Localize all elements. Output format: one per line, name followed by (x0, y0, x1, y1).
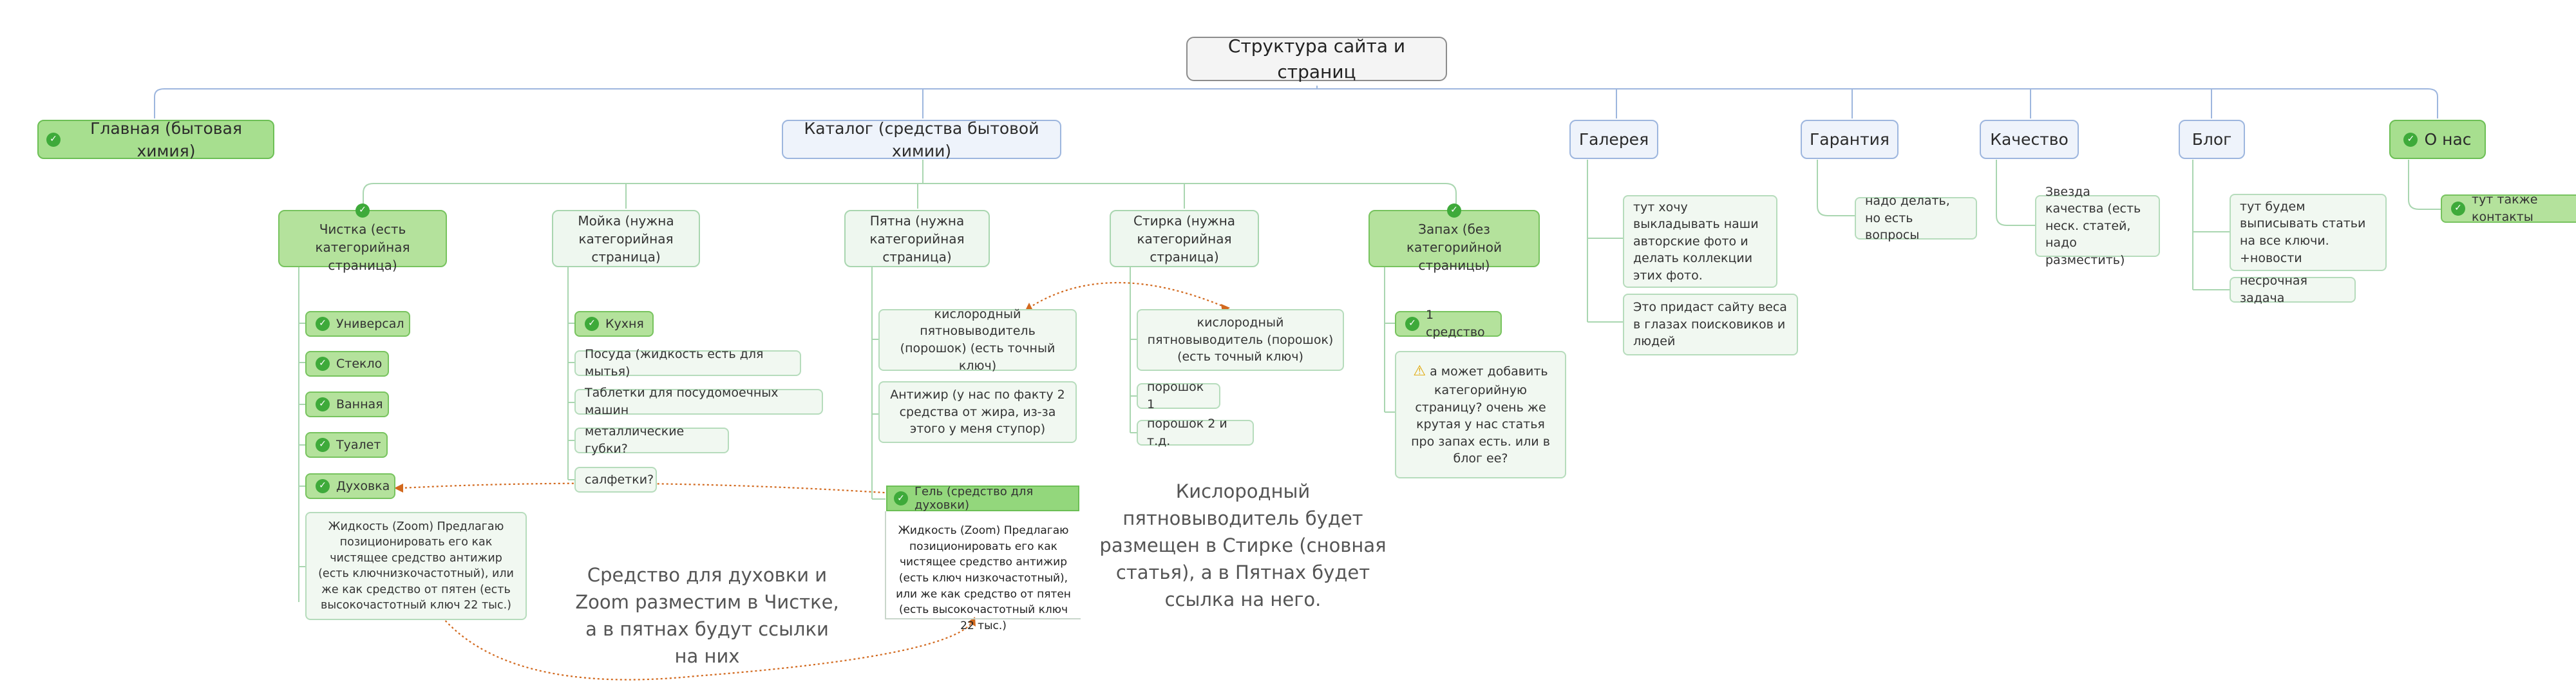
stains-item-liquid-zoom[interactable]: Жидкость (Zoom) Предлагаю позиционироват… (896, 524, 1071, 632)
check-icon: ✓ (316, 479, 330, 493)
clean-item-universal[interactable]: ✓Универсал (305, 311, 410, 337)
category-stains[interactable]: Пятна (нужна категорийная страница) (844, 210, 990, 267)
category-wash[interactable]: Мойка (нужна категорийная страница) (552, 210, 700, 267)
clean-item-glass[interactable]: ✓Стекло (305, 351, 389, 377)
wash-item-sponges[interactable]: металлические губки? (574, 424, 729, 456)
wash-item-dishes[interactable]: Посуда (жидкость есть для мытья) (574, 347, 801, 379)
topic-guarantee[interactable]: Гарантия (1801, 120, 1899, 159)
topic-gallery[interactable]: Галерея (1569, 120, 1658, 159)
topic-catalog[interactable]: Каталог (средства бытовой химии) (782, 119, 1061, 160)
gallery-item-weight[interactable]: Это придаст сайту веса в глазах поискови… (1623, 294, 1798, 355)
check-icon: ✓ (2451, 202, 2465, 216)
clean-item-toilet[interactable]: ✓Туалет (305, 432, 388, 458)
check-icon: ✓ (1447, 203, 1461, 218)
check-icon: ✓ (894, 491, 908, 505)
topic-blog[interactable]: Блог (2179, 120, 2245, 159)
clean-item-liquid-zoom[interactable]: Жидкость (Zoom) Предлагаю позиционироват… (305, 512, 527, 620)
wash-item-tablets[interactable]: Таблетки для посудомоечных машин (574, 386, 823, 417)
check-icon: ✓ (316, 317, 330, 331)
check-icon: ✓ (2403, 132, 2418, 147)
stains-item-gel[interactable]: ✓Гель (средство для духовки) (886, 485, 1079, 512)
category-laundry[interactable]: Стирка (нужна категорийная страница) (1110, 210, 1259, 267)
topic-main[interactable]: ✓Главная (бытовая химия) (37, 119, 274, 160)
check-icon: ✓ (316, 357, 330, 371)
warning-icon: ⚠ (1413, 363, 1426, 380)
about-item-contacts[interactable]: ✓тут также контакты (2441, 193, 2576, 224)
blog-item-not-urgent[interactable]: несрочная задача (2230, 274, 2356, 305)
topic-quality[interactable]: Качество (1980, 120, 2079, 159)
quality-item-star[interactable]: Звезда качества (есть неск. статей, надо… (2035, 185, 2160, 267)
laundry-item-oxygen[interactable]: кислородный пятновыводитель (порошок) (е… (1137, 309, 1344, 371)
note-oxygen-remover: Кислородный пятновыводитель будет размещ… (1099, 480, 1387, 611)
gallery-item-photos[interactable]: тут хочу выкладывать наши авторские фото… (1623, 195, 1777, 288)
check-icon: ✓ (46, 132, 61, 147)
clean-item-bathroom[interactable]: ✓Ванная (305, 391, 389, 417)
topic-about[interactable]: ✓О нас (2389, 120, 2486, 159)
stains-item-antifat[interactable]: Антижир (у нас по факту 2 средства от жи… (878, 381, 1077, 443)
stains-item-oxygen[interactable]: кислородный пятновыводитель (порошок) (е… (878, 307, 1077, 373)
smell-item-one[interactable]: ✓1 средство (1395, 308, 1502, 339)
category-clean[interactable]: ✓Чистка (есть категорийная страница) (278, 203, 447, 273)
check-icon: ✓ (1405, 317, 1419, 331)
clean-item-oven[interactable]: ✓Духовка (305, 473, 395, 499)
check-icon: ✓ (316, 438, 330, 452)
root-topic[interactable]: Структура сайта и страниц (1186, 35, 1447, 82)
smell-item-question[interactable]: ⚠а может добавить категорийную страницу?… (1395, 351, 1566, 478)
laundry-item-powder-1[interactable]: порошок 1 (1137, 380, 1220, 411)
wash-item-napkins[interactable]: салфетки? (574, 467, 657, 493)
check-icon: ✓ (355, 203, 370, 218)
blog-item-articles[interactable]: тут будем выписывать статьи на все ключи… (2230, 194, 2387, 271)
check-icon: ✓ (316, 397, 330, 411)
check-icon: ✓ (585, 317, 599, 331)
laundry-item-powder-2[interactable]: порошок 2 и т.д. (1137, 417, 1254, 448)
note-oven-zoom: Средство для духовки и Zoom разместим в … (575, 564, 839, 668)
category-smell[interactable]: ✓Запах (без категорийной страницы) (1368, 203, 1540, 273)
liquid-zoom-outline (885, 511, 1081, 619)
wash-item-kitchen[interactable]: ✓Кухня (574, 311, 654, 337)
guarantee-item-todo[interactable]: надо делать, но есть вопросы (1855, 194, 1977, 242)
